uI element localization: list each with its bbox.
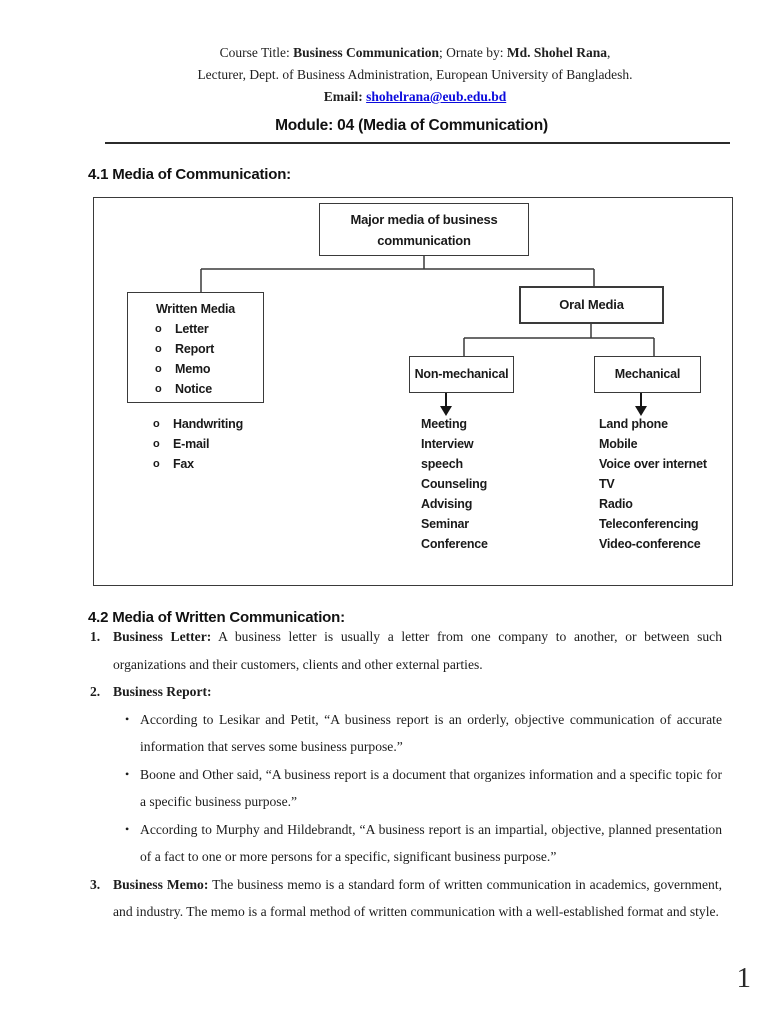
divider-rule — [105, 142, 730, 144]
mechanical-list: Land phone Mobile Voice over internet TV… — [599, 414, 707, 554]
list-item: Seminar — [421, 517, 469, 531]
section-42-heading: 4.2 Media of Written Communication: — [88, 609, 345, 626]
course-title-line: Course Title: Business Communication; Or… — [219, 45, 611, 60]
item-number: 1. — [90, 629, 101, 644]
list-item: TV — [599, 477, 615, 491]
quote-bullet-1: • According to Lesikar and Petit, “A bus… — [90, 706, 722, 761]
circle-bullet-icon: o — [155, 343, 162, 355]
circle-bullet-icon: o — [153, 418, 160, 430]
section-41-heading: 4.1 Media of Communication: — [88, 166, 291, 183]
list-item: Interview — [421, 437, 474, 451]
list-item: Video-conference — [599, 537, 701, 551]
circle-bullet-icon: o — [155, 363, 162, 375]
bullet-icon: • — [125, 821, 130, 836]
numbered-item-1: 1. Business Letter: A business letter is… — [90, 623, 722, 678]
list-item: speech — [421, 457, 463, 471]
page-number: 1 — [736, 962, 752, 994]
list-item: Conference — [421, 537, 488, 551]
list-item: Radio — [599, 497, 633, 511]
item-text: Business Report: — [113, 684, 212, 699]
media-org-chart: Major media of business communication Wr… — [93, 197, 733, 586]
circle-bullet-icon: o — [155, 383, 162, 395]
list-item: Mobile — [599, 437, 638, 451]
oral-media-box: Oral Media — [519, 286, 664, 324]
mechanical-box: Mechanical — [594, 356, 701, 393]
written-media-title: Written Media — [155, 302, 236, 316]
item-number: 3. — [90, 876, 101, 892]
list-item: Land phone — [599, 417, 668, 431]
bullet-icon: • — [125, 711, 130, 726]
document-header: Course Title: Business Communication; Or… — [60, 42, 768, 108]
circle-bullet-icon: o — [153, 458, 160, 470]
bullet-icon: • — [125, 766, 130, 781]
non-mechanical-box: Non-mechanical — [409, 356, 514, 393]
list-item: Meeting — [421, 417, 467, 431]
quote-bullet-2: • Boone and Other said, “A business repo… — [90, 761, 722, 816]
list-item: Voice over internet — [599, 457, 707, 471]
email-line: Email: shohelrana@eub.edu.bd — [323, 89, 507, 104]
item-text: Business Memo: The business memo is a st… — [113, 876, 722, 920]
list-item: Teleconferencing — [599, 517, 699, 531]
email-link[interactable]: shohelrana@eub.edu.bd — [366, 89, 507, 104]
list-item: Counseling — [421, 477, 488, 491]
non-mechanical-list: Meeting Interview speech Counseling Advi… — [421, 414, 488, 554]
quote-bullet-3: • According to Murphy and Hildebrandt, “… — [90, 816, 722, 871]
circle-bullet-icon: o — [155, 323, 162, 335]
numbered-item-2: 2. Business Report: — [90, 678, 722, 706]
numbered-item-3: 3. Business Memo: The business memo is a… — [90, 871, 722, 926]
item-number: 2. — [90, 684, 101, 699]
root-node-box: Major media of business communication — [319, 203, 529, 256]
circle-bullet-icon: o — [153, 438, 160, 450]
list-item: Advising — [421, 497, 473, 511]
item-text: Business Letter: A business letter is us… — [113, 629, 723, 672]
lecturer-line: Lecturer, Dept. of Business Administrati… — [197, 67, 633, 82]
section-42-body: 1. Business Letter: A business letter is… — [90, 623, 722, 926]
module-title: Module: 04 (Media of Communication) — [275, 117, 548, 134]
